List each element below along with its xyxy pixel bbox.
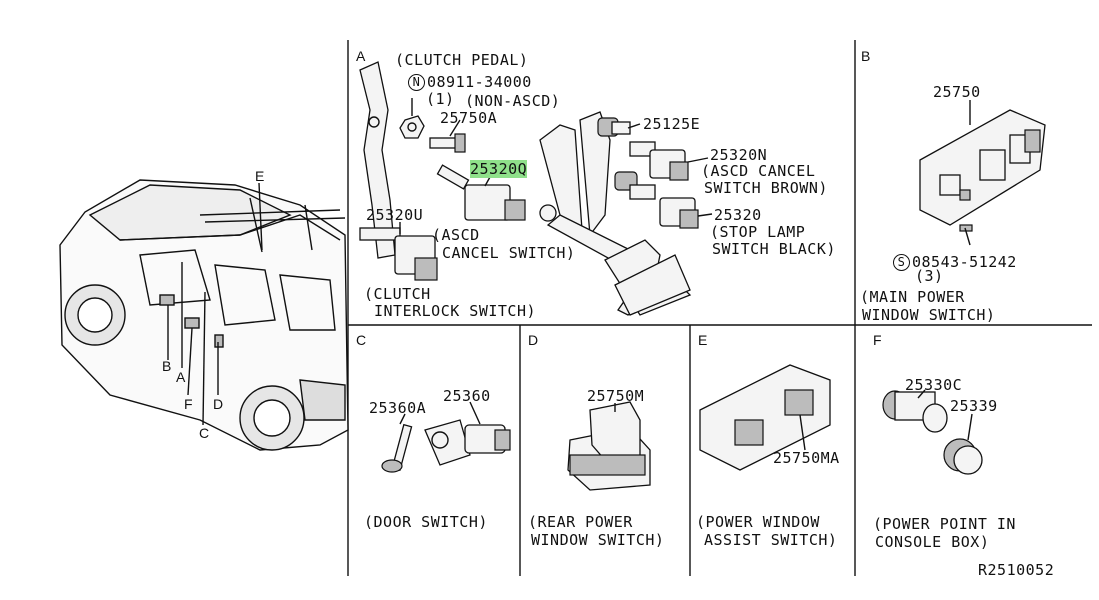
door-switch — [381, 401, 511, 473]
label-25750ma: 25750MA — [773, 449, 840, 467]
switch-25320n — [629, 141, 709, 181]
label-main-power-2: WINDOW SWITCH) — [862, 306, 996, 324]
nut-25125e — [597, 117, 641, 137]
label-assist-1: (POWER WINDOW — [696, 513, 820, 531]
highlighted-part-25320q[interactable]: 25320Q — [470, 160, 528, 178]
screw-part-number: 08543-51242 — [912, 253, 1017, 271]
label-25125e: 25125E — [643, 115, 701, 133]
rear-power-window-switch — [567, 401, 651, 491]
bolt-25750a — [429, 119, 466, 153]
label-25750m: 25750M — [587, 387, 645, 405]
brake-pedal-assembly — [539, 111, 692, 316]
switch-25320 — [614, 171, 713, 229]
label-clutch-interlock-2: INTERLOCK SWITCH) — [374, 302, 537, 320]
label-clutch-pedal: (CLUTCH PEDAL) — [395, 51, 529, 69]
label-rear-power-2: WINDOW SWITCH) — [531, 531, 665, 549]
label-stop-lamp-1: (STOP LAMP — [710, 223, 806, 241]
vehicle-callout-e: E — [255, 168, 265, 184]
switch-25320u — [359, 222, 438, 281]
switch-25320q — [436, 164, 526, 221]
nut-part-number: 08911-34000 — [427, 73, 532, 91]
vehicle-callout-f: F — [184, 396, 193, 412]
label-rear-power-1: (REAR POWER — [528, 513, 633, 531]
label-screw-qty: (3) — [915, 267, 944, 285]
label-25360a: 25360A — [369, 399, 427, 417]
label-ascd-cancel-1: (ASCD — [432, 226, 480, 244]
screw-symbol: S — [893, 254, 910, 271]
section-label-a: A — [356, 48, 366, 64]
diagram-code: R2510052 — [978, 561, 1055, 579]
label-25320u: 25320U — [366, 206, 424, 224]
vehicle-callout-d: D — [213, 396, 224, 412]
vehicle-callout-b: B — [162, 358, 172, 374]
label-assist-2: ASSIST SWITCH) — [704, 531, 838, 549]
label-25330c: 25330C — [905, 376, 963, 394]
label-non-ascd: (NON-ASCD) — [465, 92, 561, 110]
label-ascd-cancel-2: CANCEL SWITCH) — [442, 244, 576, 262]
vehicle-illustration — [59, 179, 349, 451]
vehicle-callout-a: A — [176, 369, 186, 385]
section-label-d: D — [528, 332, 539, 348]
power-point-socket — [882, 389, 948, 433]
main-power-window-switch — [919, 100, 1046, 246]
section-label-e: E — [698, 332, 708, 348]
label-stop-lamp-2: SWITCH BLACK) — [712, 240, 836, 258]
label-door-switch: (DOOR SWITCH) — [364, 513, 488, 531]
label-clutch-interlock-1: (CLUTCH — [364, 285, 431, 303]
label-25750: 25750 — [933, 83, 981, 101]
nut-08911 — [399, 98, 425, 139]
section-label-b: B — [861, 48, 871, 64]
power-window-assist-switch — [699, 364, 831, 471]
label-25360: 25360 — [443, 387, 491, 405]
panel-dividers — [347, 40, 1092, 576]
vehicle-callout-c: C — [199, 425, 210, 441]
label-nut-qty: (1) — [426, 90, 455, 108]
label-main-power-1: (MAIN POWER — [860, 288, 965, 306]
label-ascd-brown-2: SWITCH BROWN) — [704, 179, 828, 197]
label-25320q: 25320Q — [470, 160, 528, 178]
label-ascd-brown-1: (ASCD CANCEL — [701, 162, 816, 180]
label-25339: 25339 — [950, 397, 998, 415]
label-25320n: 25320N — [710, 146, 768, 164]
label-25750a: 25750A — [440, 109, 498, 127]
power-point-cap — [943, 413, 983, 475]
label-power-point-2: CONSOLE BOX) — [875, 533, 990, 551]
nut-symbol: N — [408, 74, 425, 91]
section-label-f: F — [873, 332, 882, 348]
section-label-c: C — [356, 332, 367, 348]
label-power-point-1: (POWER POINT IN — [873, 515, 1016, 533]
label-25320: 25320 — [714, 206, 762, 224]
